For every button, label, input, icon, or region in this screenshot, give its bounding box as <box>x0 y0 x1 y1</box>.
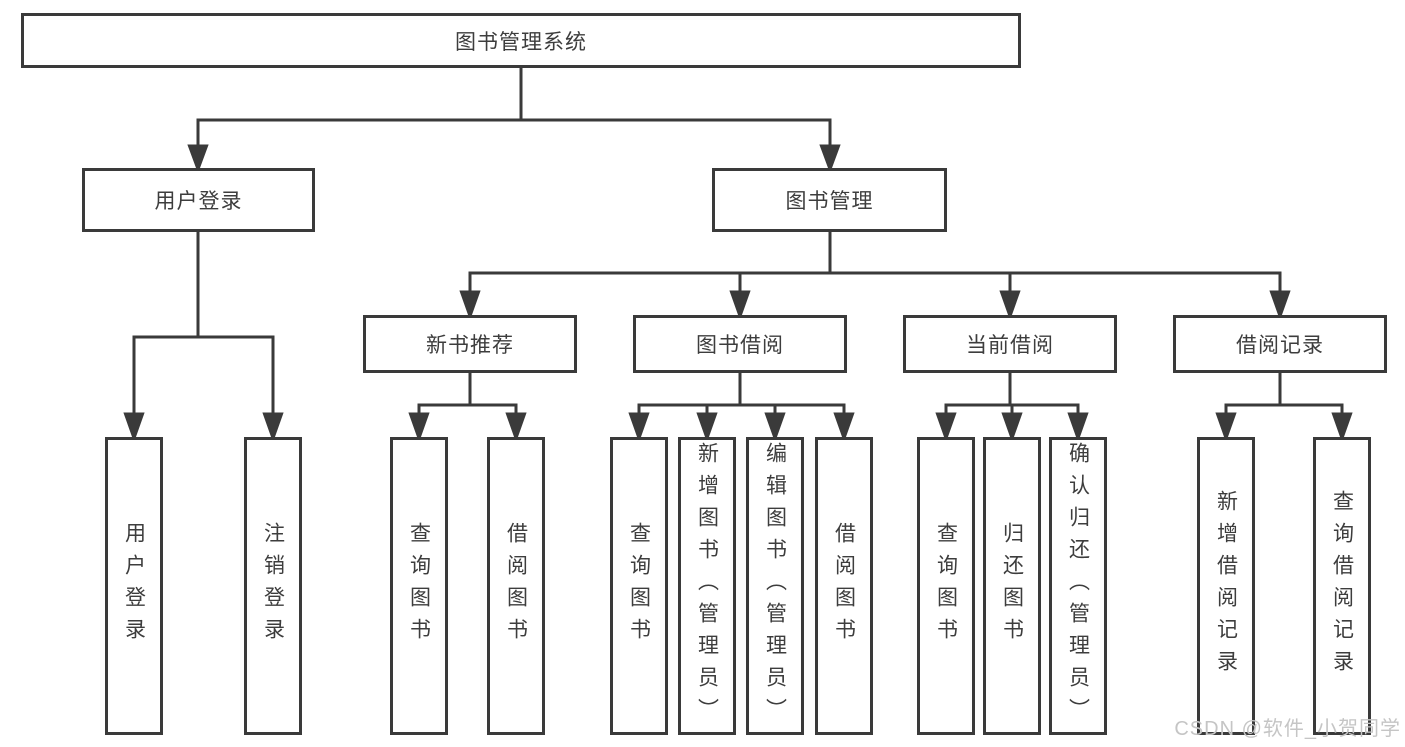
leaf-bb-edit-books-admin: 编辑图书（管理员） <box>746 437 804 735</box>
connector-user-login-to-leaves <box>123 232 284 443</box>
leaf-bb-edit-books-admin-label: 编辑图书（管理员） <box>763 442 787 730</box>
arrow-down-icon <box>999 290 1021 321</box>
connector-book-management-to-level3 <box>459 232 1291 321</box>
arrow-down-icon <box>1067 412 1089 443</box>
leaf-cb-confirm-return-admin: 确认归还（管理员） <box>1049 437 1107 735</box>
arrow-down-icon <box>408 412 430 443</box>
arrow-down-icon <box>729 290 751 321</box>
arrow-down-icon <box>262 412 284 443</box>
leaf-cb-query-books: 查询图书 <box>917 437 975 735</box>
leaf-bb-query-books: 查询图书 <box>610 437 668 735</box>
leaf-user-login-label: 用户登录 <box>122 522 146 650</box>
leaf-bb-borrow-books-label: 借阅图书 <box>832 522 856 650</box>
node-borrow-records-label: 借阅记录 <box>1236 334 1324 357</box>
leaf-bb-query-books-label: 查询图书 <box>627 522 651 650</box>
node-user-login-label: 用户登录 <box>154 190 243 213</box>
arrow-down-icon <box>123 412 145 443</box>
node-book-management: 图书管理 <box>712 168 947 232</box>
node-root: 图书管理系统 <box>21 13 1021 68</box>
leaf-user-login: 用户登录 <box>105 437 163 735</box>
connector-book-borrow-to-leaves <box>628 373 855 443</box>
leaf-cb-confirm-return-admin-label: 确认归还（管理员） <box>1066 442 1090 730</box>
connector-current-borrow-to-leaves <box>935 373 1089 443</box>
arrow-down-icon <box>819 144 841 174</box>
leaf-nbr-borrow-books-label: 借阅图书 <box>504 522 528 650</box>
arrow-down-icon <box>459 290 481 321</box>
leaf-nbr-query-books-label: 查询图书 <box>407 522 431 650</box>
node-current-borrow-label: 当前借阅 <box>966 334 1054 357</box>
node-book-borrow-label: 图书借阅 <box>696 334 784 357</box>
leaf-logout: 注销登录 <box>244 437 302 735</box>
node-book-borrow: 图书借阅 <box>633 315 847 373</box>
node-book-management-label: 图书管理 <box>785 190 874 213</box>
leaf-cb-query-books-label: 查询图书 <box>934 522 958 650</box>
leaf-bb-borrow-books: 借阅图书 <box>815 437 873 735</box>
leaf-bb-add-books-admin-label: 新增图书（管理员） <box>695 442 719 730</box>
leaf-nbr-borrow-books: 借阅图书 <box>487 437 545 735</box>
arrow-down-icon <box>628 412 650 443</box>
leaf-cb-return-books-label: 归还图书 <box>1000 522 1024 650</box>
node-user-login: 用户登录 <box>82 168 315 232</box>
arrow-down-icon <box>833 412 855 443</box>
leaf-cb-return-books: 归还图书 <box>983 437 1041 735</box>
node-new-book-recommend-label: 新书推荐 <box>426 334 514 357</box>
connector-root-to-level2 <box>187 68 841 174</box>
arrow-down-icon <box>696 412 718 443</box>
node-current-borrow: 当前借阅 <box>903 315 1117 373</box>
node-borrow-records: 借阅记录 <box>1173 315 1387 373</box>
node-new-book-recommend: 新书推荐 <box>363 315 577 373</box>
csdn-watermark: CSDN @软件_小贺同学 <box>1174 718 1401 740</box>
leaf-nbr-query-books: 查询图书 <box>390 437 448 735</box>
leaf-logout-label: 注销登录 <box>261 522 285 650</box>
arrow-down-icon <box>505 412 527 443</box>
arrow-down-icon <box>764 412 786 443</box>
arrow-down-icon <box>1215 412 1237 443</box>
leaf-br-query-record-label: 查询借阅记录 <box>1330 490 1354 682</box>
leaf-br-add-record-label: 新增借阅记录 <box>1214 490 1238 682</box>
leaf-bb-add-books-admin: 新增图书（管理员） <box>678 437 736 735</box>
arrow-down-icon <box>1269 290 1291 321</box>
arrow-down-icon <box>1001 412 1023 443</box>
arrow-down-icon <box>1331 412 1353 443</box>
leaf-br-query-record: 查询借阅记录 <box>1313 437 1371 735</box>
leaf-br-add-record: 新增借阅记录 <box>1197 437 1255 735</box>
node-root-label: 图书管理系统 <box>455 30 587 54</box>
connector-new-book-recommend-to-leaves <box>408 373 527 443</box>
arrow-down-icon <box>935 412 957 443</box>
connector-borrow-records-to-leaves <box>1215 373 1353 443</box>
arrow-down-icon <box>187 144 209 174</box>
